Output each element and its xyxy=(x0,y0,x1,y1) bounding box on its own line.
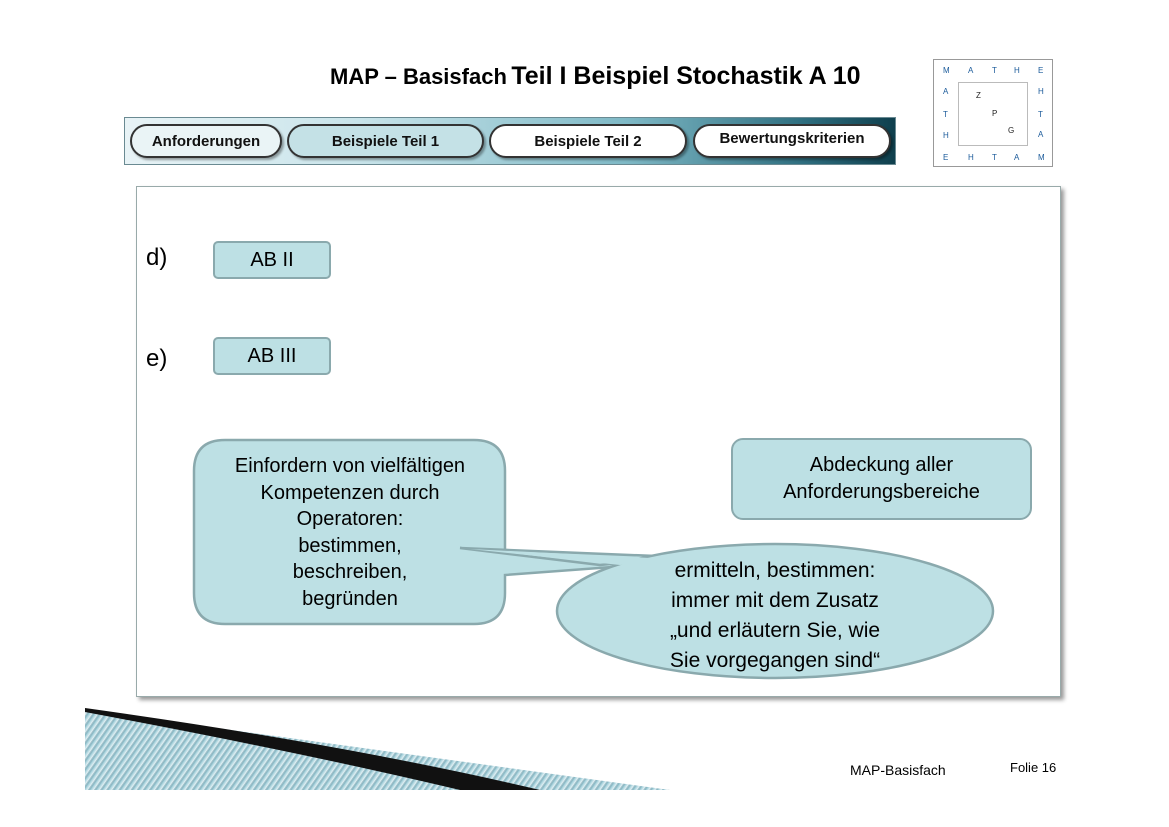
nav-button-beispiele-teil-1[interactable]: Beispiele Teil 1 xyxy=(287,124,484,158)
callout-bubble-operatoren xyxy=(192,438,641,626)
logo-inner-letter: G xyxy=(1008,126,1015,135)
logo-letter: M xyxy=(943,66,950,75)
decorative-black-sweep xyxy=(85,708,540,790)
logo-inner-frame xyxy=(958,82,1028,146)
nav-button-label: Beispiele Teil 1 xyxy=(331,132,440,150)
logo-letter: H xyxy=(943,131,949,140)
logo-letter: H xyxy=(1014,66,1020,75)
logo-letter: H xyxy=(1038,87,1044,96)
title-part2: Teil I Beispiel Stochastik A 10 xyxy=(511,62,861,90)
callout-line: immer mit dem Zusatz xyxy=(671,589,879,612)
footer-slide-number: Folie 16 xyxy=(1010,760,1057,775)
callout-line: Einfordern von vielfältigen xyxy=(234,455,466,477)
logo-letter: T xyxy=(943,110,948,119)
callout-ellipse-ermitteln xyxy=(555,542,995,680)
title-part1: MAP – Basisfach xyxy=(330,64,507,89)
level-box-ab-ii: AB II xyxy=(213,241,331,279)
logo-letter: A xyxy=(943,87,949,96)
logo-letter: M xyxy=(1038,153,1045,162)
callout-line: bestimmen, xyxy=(298,534,402,557)
nav-button-label: Anforderungen xyxy=(151,132,261,150)
nav-button-label: Beispiele Teil 2 xyxy=(534,132,642,150)
callout-line: beschreiben, xyxy=(292,561,408,583)
item-letter-e: e) xyxy=(146,345,168,372)
nav-button-beispiele-teil-2[interactable]: Beispiele Teil 2 xyxy=(489,124,687,158)
logo-letter: E xyxy=(1038,66,1044,75)
callout-operatoren-text: Einfordern von vielfältigen Kompetenzen … xyxy=(200,453,500,612)
callout-line: „und erläutern Sie, wie xyxy=(669,619,881,642)
nav-button-label: Bewertungskriterien xyxy=(719,130,865,147)
level-label: AB III xyxy=(247,344,297,367)
logo-inner-letter: Z xyxy=(976,91,981,100)
callout-line: Operatoren: xyxy=(296,508,404,530)
slide-title: MAP – Basisfach Teil I Beispiel Stochast… xyxy=(330,62,930,91)
logo-letter: A xyxy=(1014,153,1020,162)
callout-ermitteln-text: ermitteln, bestimmen: immer mit dem Zusa… xyxy=(610,556,940,676)
callout-line: Sie vorgegangen sind“ xyxy=(669,649,881,672)
logo-letter: T xyxy=(1038,110,1043,119)
abdeckung-box: Abdeckung aller Anforderungsbereiche xyxy=(731,438,1032,520)
nav-button-bewertungskriterien[interactable]: Bewertungskriterien xyxy=(693,124,891,158)
nav-button-anforderungen[interactable]: Anforderungen xyxy=(130,124,282,158)
item-letter-d: d) xyxy=(146,244,168,271)
level-box-ab-iii: AB III xyxy=(213,337,331,375)
callout-line: begründen xyxy=(302,587,398,610)
logo-letter: T xyxy=(992,153,997,162)
box-line: Abdeckung aller xyxy=(809,454,954,476)
footer-course-name: MAP-Basisfach xyxy=(850,762,946,778)
box-line: Anforderungsbereiche xyxy=(783,481,980,503)
math-logo: M A T H E A T H H T A E H T A M Z P G xyxy=(933,59,1053,167)
logo-inner-letter: P xyxy=(992,109,998,118)
logo-letter: A xyxy=(1038,130,1044,139)
logo-letter: A xyxy=(968,66,974,75)
logo-letter: T xyxy=(992,66,997,75)
logo-letter: E xyxy=(943,153,949,162)
level-label: AB II xyxy=(250,248,294,271)
logo-letter: H xyxy=(968,153,974,162)
callout-pointer-cover xyxy=(470,549,690,565)
callout-line: Kompetenzen durch xyxy=(260,481,440,504)
callout-line: ermitteln, bestimmen: xyxy=(674,559,876,582)
